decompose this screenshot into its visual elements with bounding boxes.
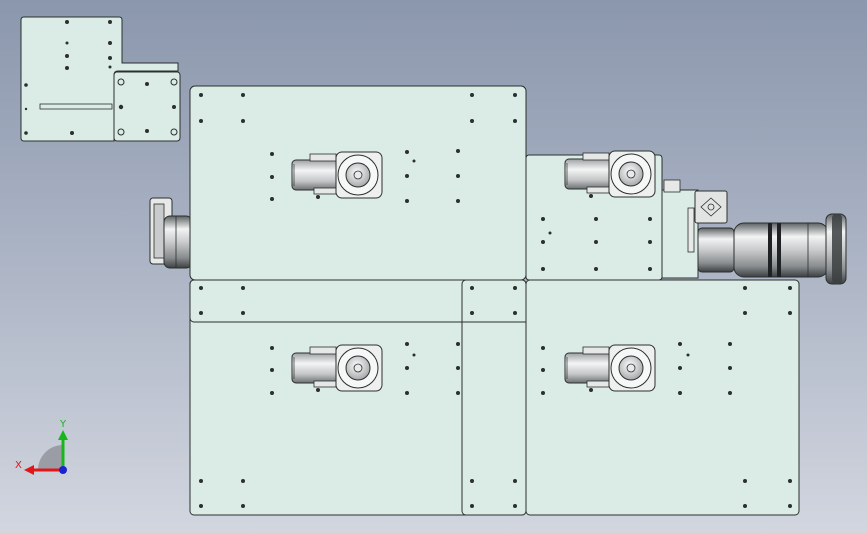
triad-plane-wedge xyxy=(38,445,63,470)
vertical-strip-body xyxy=(461,279,527,516)
bracket-slot xyxy=(39,103,113,110)
bracket-sub-plate xyxy=(113,71,181,142)
motor-coupling xyxy=(697,227,735,273)
right-drive-unit[interactable] xyxy=(661,179,847,285)
bracket-holes xyxy=(24,20,178,136)
axis-triad-icon: Y X xyxy=(15,419,68,475)
caster-wheel-icon[interactable] xyxy=(564,344,656,392)
gearbox-body xyxy=(694,190,728,224)
top-left-bracket-plate[interactable] xyxy=(20,16,181,142)
left-motor-flange xyxy=(153,203,165,259)
left-motor-body xyxy=(163,215,193,269)
right-drive-bracket-tab xyxy=(663,179,681,193)
triad-x-label: X xyxy=(15,460,22,471)
right-drive-slot xyxy=(687,207,695,253)
gearbox-icon xyxy=(700,197,722,217)
vertical-strip-plate[interactable] xyxy=(461,279,527,516)
lower-right-plate[interactable] xyxy=(525,279,800,516)
caster-wheel-icon[interactable] xyxy=(564,150,656,198)
triad-z-axis xyxy=(59,466,67,474)
left-motor[interactable] xyxy=(149,197,193,269)
caster-wheel-icon[interactable] xyxy=(291,344,383,392)
caster-wheel-icon[interactable] xyxy=(291,151,383,199)
lower-right-plate-body xyxy=(525,279,800,516)
plate-holes xyxy=(199,93,792,508)
triad-y-label: Y xyxy=(59,419,67,430)
motor-icon xyxy=(733,213,847,285)
